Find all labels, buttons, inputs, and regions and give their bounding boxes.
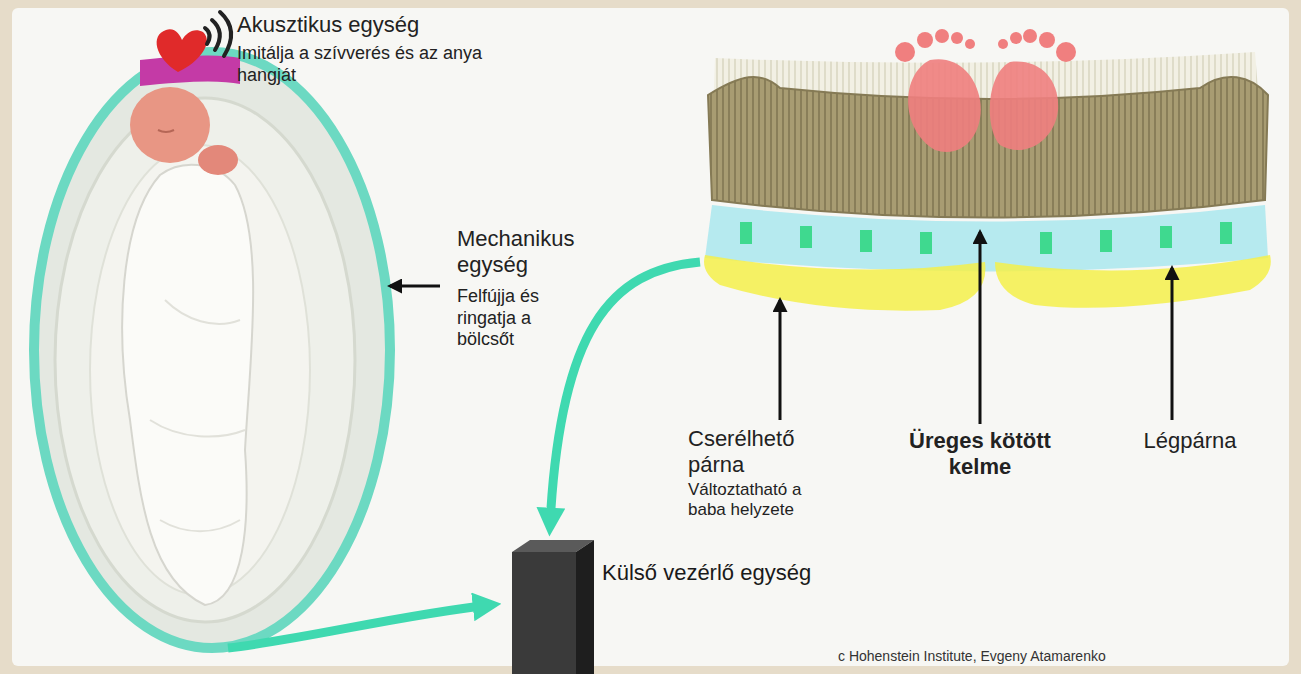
leader-lines (780, 232, 1172, 424)
part-name: Légpárna (1120, 428, 1260, 454)
unit-description: Imitálja a szívverés és az anya hangját (237, 43, 502, 86)
box-label: Külső vezérlő egység (602, 560, 811, 586)
part-name: Cserélhető párna (688, 426, 818, 479)
paper-ground (12, 8, 1289, 666)
unit-description: Felfújja és ringatja a bölcsőt (457, 286, 577, 351)
control-box: Külső vezérlő egység (512, 540, 594, 674)
unit-heading: Mechanikus egység (457, 226, 597, 279)
mattress-section (704, 29, 1271, 311)
control-lines (228, 262, 700, 648)
part-description: Változtatható a baba helyzete (688, 480, 838, 521)
bassinet (34, 12, 390, 648)
unit-heading: Akusztikus egység (237, 12, 537, 38)
copyright-note: c Hohenstein Institute, Evgeny Atamarenk… (838, 648, 1288, 665)
control-box-shape (512, 540, 594, 674)
part-name: Üreges kötött kelme (885, 428, 1075, 481)
leader-line (390, 285, 440, 288)
